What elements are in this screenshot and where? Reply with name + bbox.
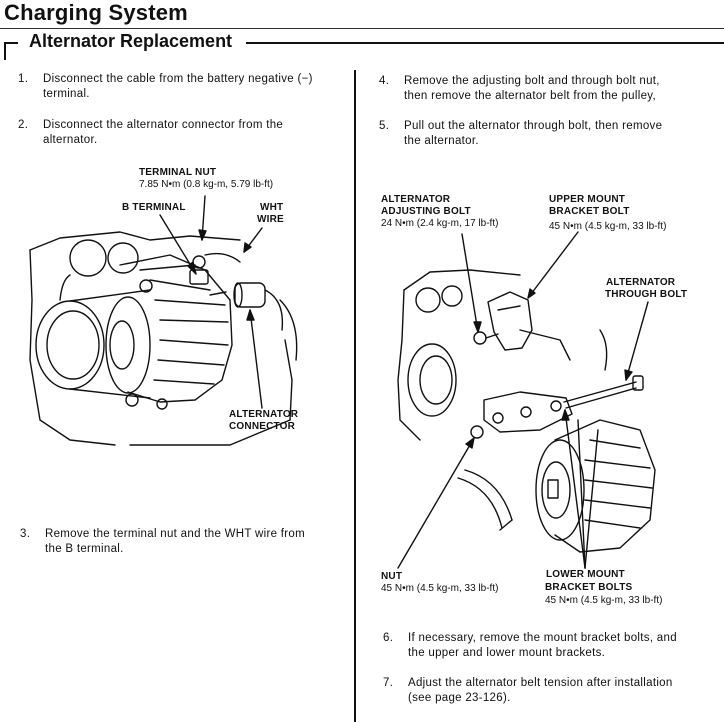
lower-mount-label-line2: BRACKET BOLTS [545,582,633,593]
b-terminal-label: B TERMINAL [122,202,186,213]
step-number: 1. [18,73,29,85]
step-text-line: the upper and lower mount brackets. [408,647,606,659]
step-text-line: Adjust the alternator belt tension after… [408,677,673,689]
adjusting-bolt-label-line2: ADJUSTING BOLT [381,206,471,217]
nut-label: NUT [381,571,403,582]
step-text-line: the B terminal. [45,543,124,555]
step-number: 3. [20,528,31,540]
through-bolt-label-line1: ALTERNATOR [606,277,676,288]
lower-mount-torque: 45 N•m (4.5 kg-m, 33 lb-ft) [545,595,663,606]
step-text-line: Remove the terminal nut and the WHT wire… [45,528,305,540]
upper-mount-label-line2: BRACKET BOLT [549,206,630,217]
step-number: 6. [383,632,394,644]
section-bracket-left [4,42,18,44]
step-6: 6. If necessary, remove the mount bracke… [383,631,723,663]
terminal-nut-label: TERMINAL NUT [139,167,217,178]
wht-wire-label-line1: WHT [260,202,284,213]
adjusting-bolt-label-line1: ALTERNATOR [381,194,451,205]
through-bolt-label-line2: THROUGH BOLT [605,289,688,300]
header-rule [0,28,724,29]
step-text-line: Pull out the alternator through bolt, th… [404,120,663,132]
step-text-line: terminal. [43,88,90,100]
step-text-line: alternator. [43,134,98,146]
step-text-line: If necessary, remove the mount bracket b… [408,632,677,644]
step-5: 5. Pull out the alternator through bolt,… [379,119,719,151]
step-text-line: Disconnect the alternator connector from… [43,119,284,131]
step-7: 7. Adjust the alternator belt tension af… [383,676,723,708]
step-1: 1. Disconnect the cable from the battery… [18,72,348,104]
terminal-nut-torque: 7.85 N•m (0.8 kg-m, 5.79 lb-ft) [139,179,274,190]
step-2: 2. Disconnect the alternator connector f… [18,118,348,150]
step-number: 2. [18,119,29,131]
page-title: Charging System [4,0,188,25]
step-number: 5. [379,120,390,132]
section-title: Alternator Replacement [29,31,233,51]
nut-torque: 45 N•m (4.5 kg-m, 33 lb-ft) [381,583,499,594]
wht-wire-label-line2: WIRE [257,214,284,225]
column-divider [354,70,356,722]
step-number: 4. [379,75,390,87]
step-text-line: then remove the alternator belt from the… [404,90,656,102]
step-text-line: the alternator. [404,135,479,147]
upper-mount-label-line1: UPPER MOUNT [549,194,626,205]
connector-label-line1: ALTERNATOR [229,409,299,420]
section-bracket-right [246,42,724,44]
section-bracket [4,42,6,60]
lower-mount-label-line1: LOWER MOUNT [546,569,625,580]
step-4: 4. Remove the adjusting bolt and through… [379,74,719,106]
connector-label-line2: CONNECTOR [229,421,296,432]
step-text-line: Disconnect the cable from the battery ne… [43,73,313,85]
step-number: 7. [383,677,394,689]
step-3: 3. Remove the terminal nut and the WHT w… [20,527,350,559]
upper-mount-torque: 45 N•m (4.5 kg-m, 33 lb-ft) [549,221,667,232]
step-text-line: (see page 23-126). [408,692,511,704]
adjusting-bolt-torque: 24 N•m (2.4 kg-m, 17 lb-ft) [381,218,499,229]
step-text-line: Remove the adjusting bolt and through bo… [404,75,660,87]
